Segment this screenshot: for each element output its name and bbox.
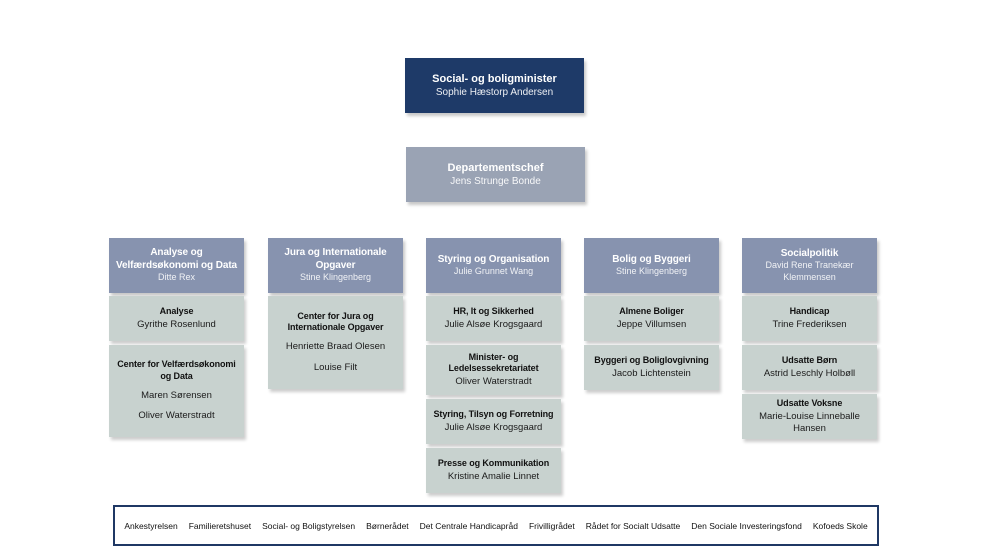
minister-title: Social- og boligminister bbox=[432, 72, 557, 85]
unit-title: Udsatte Voksne bbox=[776, 397, 843, 408]
department-head-name: Julie Grunnet Wang bbox=[453, 265, 534, 276]
departementschef-name: Jens Strunge Bonde bbox=[450, 175, 541, 187]
agency-item: Ankestyrelsen bbox=[124, 520, 178, 531]
department-title: Jura og Internationale Opgaver bbox=[284, 247, 387, 271]
department-head-name: Stine Klingenberg bbox=[615, 265, 688, 276]
person-name: Maren Sørensen bbox=[141, 389, 212, 401]
unit-box: HR, It og Sikkerhed Julie Alsøe Krogsgaa… bbox=[426, 296, 561, 341]
minister-name: Sophie Hæstorp Andersen bbox=[435, 86, 554, 98]
person-name: Jeppe Villumsen bbox=[616, 318, 687, 330]
column-bolig-og-byggeri: Bolig og Byggeri Stine Klingenberg Almen… bbox=[584, 238, 719, 390]
departementschef-title: Departementschef bbox=[447, 161, 544, 174]
column-jura-og-internationale: Jura og Internationale Opgaver Stine Kli… bbox=[268, 238, 403, 389]
unit-box: Styring, Tilsyn og Forretning Julie Alsø… bbox=[426, 399, 561, 444]
unit-box: Almene Boliger Jeppe Villumsen bbox=[584, 296, 719, 341]
department-header-box: Analyse og Velfærdsøkonomi og Data Ditte… bbox=[109, 238, 244, 293]
person-name: Oliver Waterstradt bbox=[138, 410, 215, 422]
department-title: Socialpolitik bbox=[780, 247, 839, 259]
person-name: Gyrithe Rosenlund bbox=[137, 318, 216, 330]
department-title: Styring og Organisation bbox=[437, 253, 550, 265]
unit-box: Minister- og Ledelsessekretariatet Olive… bbox=[426, 345, 561, 395]
person-name: Trine Frederiksen bbox=[772, 318, 847, 330]
unit-box: Analyse Gyrithe Rosenlund bbox=[109, 296, 244, 341]
unit-box: Handicap Trine Frederiksen bbox=[742, 296, 877, 341]
agency-item: Social- og Boligstyrelsen bbox=[262, 520, 356, 531]
agency-item: Rådet for Socialt Udsatte bbox=[585, 520, 681, 531]
unit-title: Almene Boliger bbox=[619, 305, 684, 316]
department-header-box: Socialpolitik David Rene Tranekær Klemme… bbox=[742, 238, 877, 293]
person-name: Marie-Louise Linneballe Hansen bbox=[759, 410, 860, 435]
unit-title: HR, It og Sikkerhed bbox=[453, 305, 534, 316]
unit-box: Presse og Kommunikation Kristine Amalie … bbox=[426, 448, 561, 493]
unit-box: Center for Jura og Internationale Opgave… bbox=[268, 296, 403, 389]
unit-title: Minister- og Ledelsessekretariatet bbox=[448, 351, 539, 373]
unit-title: Styring, Tilsyn og Forretning bbox=[433, 408, 554, 419]
agency-item: Børnerådet bbox=[366, 520, 409, 531]
department-title: Analyse og Velfærdsøkonomi og Data bbox=[115, 247, 238, 271]
unit-box: Byggeri og Boliglovgivning Jacob Lichten… bbox=[584, 345, 719, 390]
agency-item: Kofoeds Skole bbox=[812, 520, 868, 531]
unit-title: Byggeri og Boliglovgivning bbox=[594, 354, 709, 365]
column-styring-og-organisation: Styring og Organisation Julie Grunnet Wa… bbox=[426, 238, 561, 493]
unit-title: Presse og Kommunikation bbox=[437, 457, 550, 468]
column-socialpolitik: Socialpolitik David Rene Tranekær Klemme… bbox=[742, 238, 877, 439]
unit-box: Center for Velfærdsøkonomi og Data Maren… bbox=[109, 345, 244, 437]
department-head-name: Ditte Rex bbox=[157, 271, 195, 282]
agencies-bar: Ankestyrelsen Familieretshuset Social- o… bbox=[113, 505, 879, 546]
unit-title: Handicap bbox=[789, 305, 830, 316]
person-name: Kristine Amalie Linnet bbox=[447, 470, 540, 482]
minister-box: Social- og boligminister Sophie Hæstorp … bbox=[405, 58, 584, 113]
person-name: Julie Alsøe Krogsgaard bbox=[444, 318, 543, 330]
person-name: Louise Filt bbox=[313, 361, 358, 373]
department-head-name: Stine Klingenberg bbox=[299, 271, 372, 282]
unit-title: Center for Jura og Internationale Opgave… bbox=[287, 310, 384, 333]
person-name: Jacob Lichtenstein bbox=[612, 367, 691, 379]
person-name: Astrid Leschly Holbøll bbox=[763, 367, 856, 379]
unit-title: Udsatte Børn bbox=[781, 354, 838, 365]
person-name: Julie Alsøe Krogsgaard bbox=[444, 421, 543, 433]
agency-item: Den Sociale Investeringsfond bbox=[691, 520, 802, 531]
unit-box: Udsatte Børn Astrid Leschly Holbøll bbox=[742, 345, 877, 390]
departementschef-box: Departementschef Jens Strunge Bonde bbox=[406, 147, 585, 202]
person-name: Oliver Waterstradt bbox=[455, 376, 532, 388]
unit-box: Udsatte Voksne Marie-Louise Linneballe H… bbox=[742, 394, 877, 439]
agency-item: Frivilligrådet bbox=[528, 520, 575, 531]
agency-item: Det Centrale Handicapråd bbox=[419, 520, 518, 531]
person-name: Henriette Braad Olesen bbox=[285, 341, 386, 353]
department-header-box: Styring og Organisation Julie Grunnet Wa… bbox=[426, 238, 561, 293]
department-head-name: David Rene Tranekær Klemmensen bbox=[765, 259, 854, 282]
department-title: Bolig og Byggeri bbox=[612, 253, 691, 265]
unit-title: Center for Velfærdsøkonomi og Data bbox=[117, 359, 236, 381]
department-header-box: Jura og Internationale Opgaver Stine Kli… bbox=[268, 238, 403, 293]
department-header-box: Bolig og Byggeri Stine Klingenberg bbox=[584, 238, 719, 293]
agency-item: Familieretshuset bbox=[188, 520, 252, 531]
unit-title: Analyse bbox=[159, 305, 194, 316]
column-analyse-og-velfaerdsoekonomi: Analyse og Velfærdsøkonomi og Data Ditte… bbox=[109, 238, 244, 437]
